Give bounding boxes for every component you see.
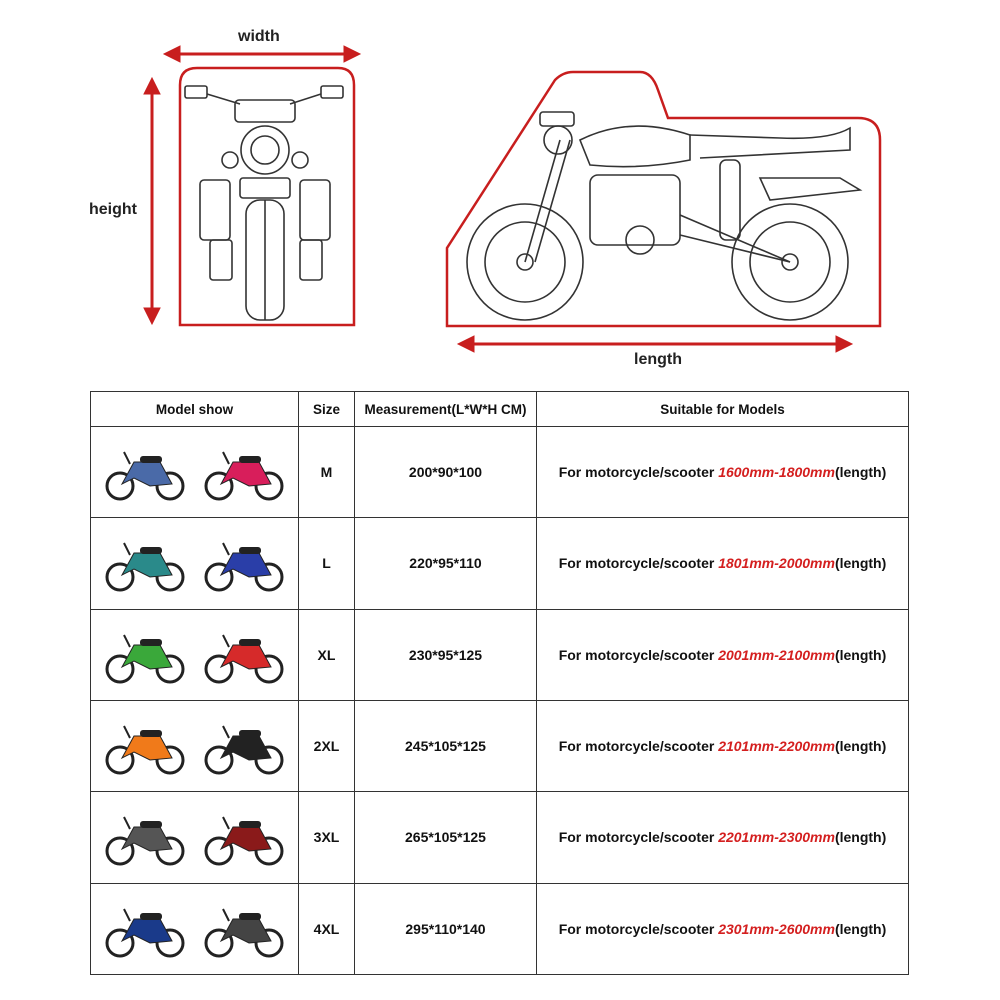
size-cell: L (298, 517, 355, 610)
front-cover-outline (178, 66, 356, 327)
models-prefix: For motorcycle/scooter (558, 738, 719, 755)
length-label: length (634, 351, 682, 368)
size-cell: M (298, 425, 355, 519)
size-cell: 4XL (298, 882, 355, 976)
model-images-cell (90, 882, 299, 976)
bicycle-image (105, 451, 185, 501)
suitable-models-cell: For motorcycle/scooter 2101mm-2200mm(len… (536, 699, 909, 793)
height-label: height (89, 201, 137, 218)
scooter-image (204, 451, 284, 501)
size-cell: 2XL (298, 699, 355, 793)
header-model-show: Model show (90, 391, 299, 427)
width-label: width (238, 28, 280, 45)
length-range: 2001mm-2100mm (718, 646, 835, 663)
moped-image (105, 543, 185, 592)
size-table: Model show Size Measurement(L*W*H CM) Su… (90, 391, 909, 976)
size-cell: 3XL (298, 791, 355, 884)
touring-bike-image (204, 908, 284, 958)
models-prefix: For motorcycle/scooter (558, 829, 719, 846)
measurement-cell: 245*105*125 (354, 699, 537, 793)
table-row-xl: XL 230*95*125 For motorcycle/scooter 200… (90, 608, 909, 701)
models-suffix: (length) (834, 920, 887, 937)
scooter-image (204, 543, 284, 592)
sport-bike-image (105, 634, 185, 684)
measurement-cell: 220*95*110 (354, 517, 537, 610)
cruiser-bike-image (105, 908, 185, 958)
header-suitable-models: Suitable for Models (536, 391, 909, 427)
height-arrow (143, 76, 161, 326)
models-prefix: For motorcycle/scooter (558, 464, 719, 481)
measurement-cell: 230*95*125 (354, 608, 537, 701)
models-prefix: For motorcycle/scooter (558, 646, 719, 663)
models-prefix: For motorcycle/scooter (558, 555, 719, 572)
models-suffix: (length) (834, 464, 887, 481)
measurement-cell: 200*90*100 (354, 425, 537, 519)
side-motorcycle-sketch (466, 111, 863, 321)
table-row-3xl: 3XL 265*105*125 For motorcycle/scooter 2… (90, 791, 909, 884)
header-measurement: Measurement(L*W*H CM) (354, 391, 537, 427)
suitable-models-cell: For motorcycle/scooter 1600mm-1800mm(len… (536, 425, 909, 519)
touring-bike-image (204, 817, 284, 866)
table-row-m: M 200*90*100 For motorcycle/scooter 1600… (90, 425, 909, 519)
suitable-models-cell: For motorcycle/scooter 1801mm-2000mm(len… (536, 517, 909, 610)
naked-bike-image (204, 725, 284, 775)
model-images-cell (90, 699, 299, 793)
length-arrow (456, 335, 854, 353)
front-motorcycle-sketch (184, 85, 344, 321)
side-cover-outline (445, 70, 882, 328)
length-range: 1801mm-2000mm (718, 555, 835, 572)
table-body: M 200*90*100 For motorcycle/scooter 1600… (90, 425, 909, 976)
suitable-models-cell: For motorcycle/scooter 2301mm-2600mm(len… (536, 882, 909, 976)
table-header-row: Model show Size Measurement(L*W*H CM) Su… (90, 391, 909, 427)
length-range: 2301mm-2600mm (718, 920, 835, 937)
length-range: 1600mm-1800mm (718, 464, 835, 481)
size-cell: XL (298, 608, 355, 701)
length-range: 2201mm-2300mm (718, 829, 835, 846)
table-row-l: L 220*95*110 For motorcycle/scooter 1801… (90, 517, 909, 610)
measurement-cell: 265*105*125 (354, 791, 537, 884)
models-suffix: (length) (834, 646, 887, 663)
model-images-cell (90, 791, 299, 884)
suitable-models-cell: For motorcycle/scooter 2201mm-2300mm(len… (536, 791, 909, 884)
width-arrow (162, 45, 362, 63)
touring-bike-image (105, 817, 185, 866)
header-size: Size (298, 391, 355, 427)
length-range: 2101mm-2200mm (718, 738, 835, 755)
model-images-cell (90, 608, 299, 701)
models-suffix: (length) (834, 738, 887, 755)
model-images-cell (90, 425, 299, 519)
table-row-4xl: 4XL 295*110*140 For motorcycle/scooter 2… (90, 882, 909, 976)
table-row-2xl: 2XL 245*105*125 For motorcycle/scooter 2… (90, 699, 909, 793)
dirt-bike-image (105, 725, 185, 775)
models-suffix: (length) (834, 829, 887, 846)
models-suffix: (length) (834, 555, 887, 572)
suitable-models-cell: For motorcycle/scooter 2001mm-2100mm(len… (536, 608, 909, 701)
models-prefix: For motorcycle/scooter (558, 920, 719, 937)
sport-bike-image (204, 634, 284, 684)
dimension-diagram (143, 45, 882, 353)
measurement-cell: 295*110*140 (354, 882, 537, 976)
model-images-cell (90, 517, 299, 610)
